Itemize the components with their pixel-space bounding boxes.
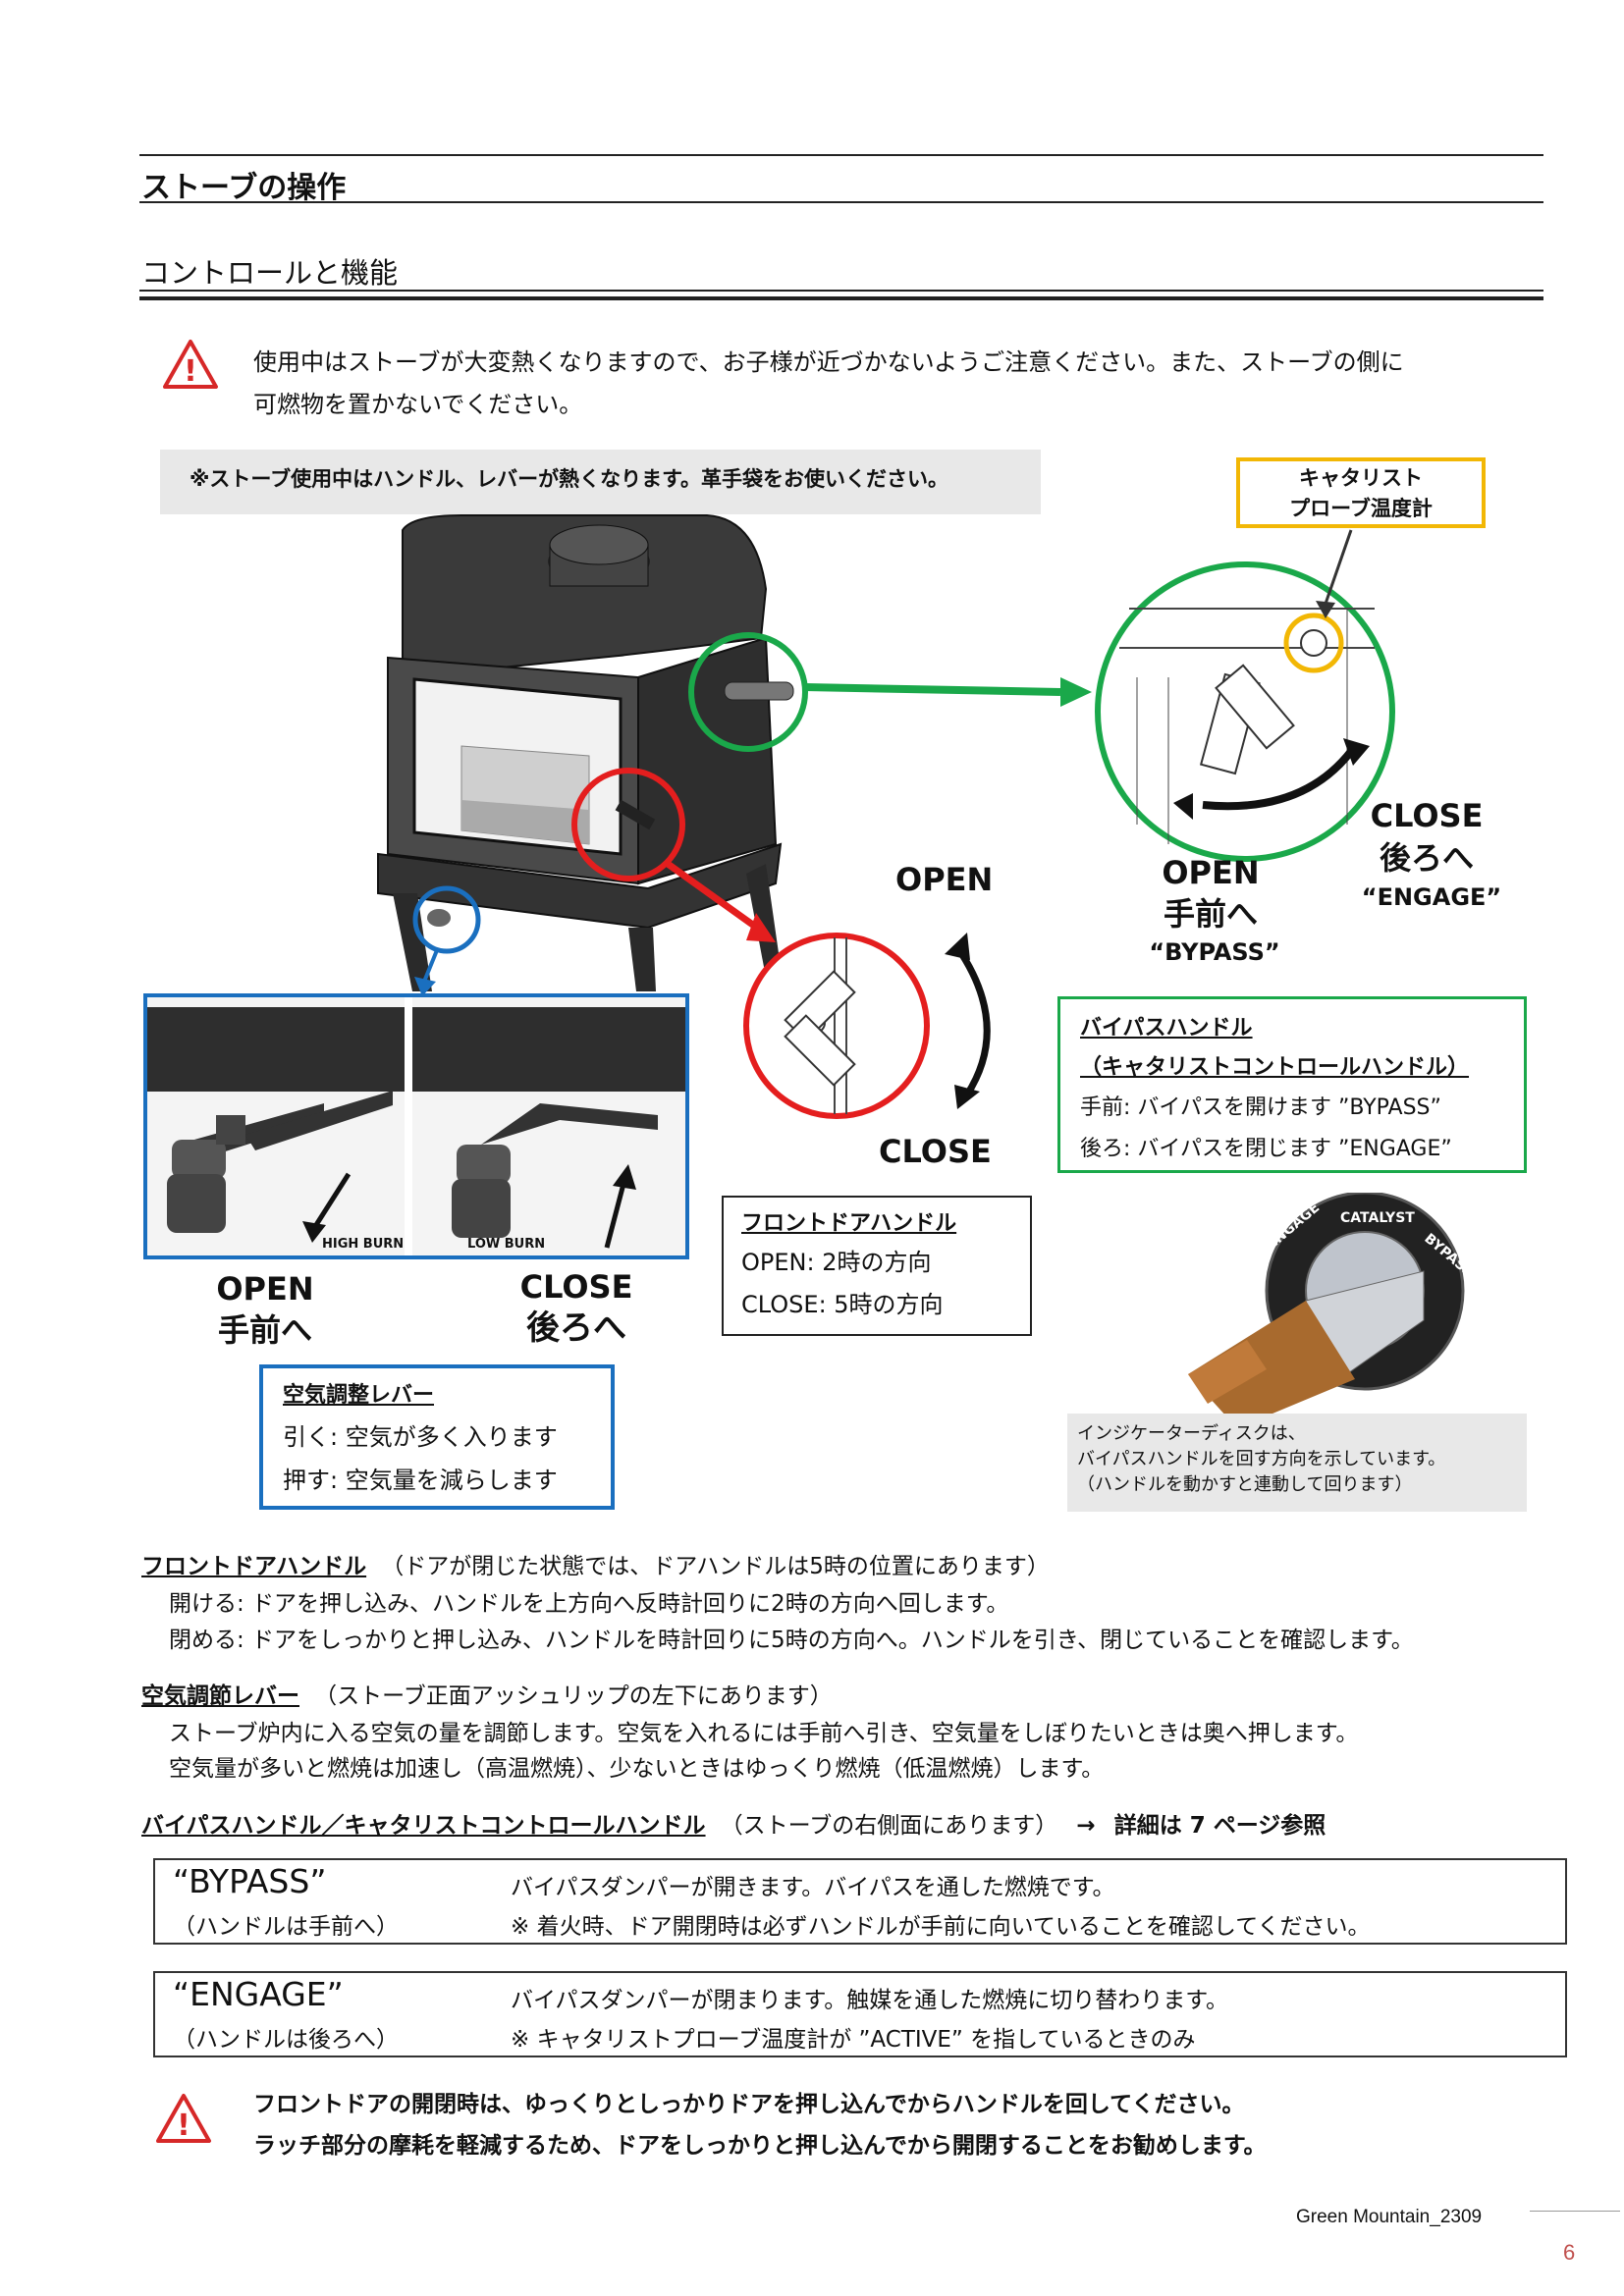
section-rule [139,201,1543,203]
subsection-rule-2 [139,296,1543,300]
air-section-heading: 空気調節レバー （ストーブ正面アッシュリップの左下にあります） [141,1677,833,1710]
air-close-label: CLOSE [519,1268,633,1306]
bypass-section-heading: バイパスハンドル／キャタリストコントロールハンドル （ストーブの右側面にあります… [141,1806,1326,1840]
hot-handle-note: ※ストーブ使用中はハンドル、レバーが熱くなります。革手袋をお使いください。 [160,450,1041,514]
catalyst-probe-label: キャタリスト プローブ温度計 [1236,457,1486,528]
indicator-note-line2: バイパスハンドルを回す方向を示しています。 [1077,1449,1446,1469]
bypass-mode-desc1: バイパスダンパーが開きます。バイパスを通した燃焼です。 [511,1875,1115,1900]
air-lever-photo [147,997,685,1255]
bypass-section-ref: 詳細は 7 ページ参照 [1113,1813,1326,1839]
front-door-section-title: フロントドアハンドル [141,1554,367,1579]
page-number: 6 [1563,2240,1576,2265]
disc-catalyst-label: CATALYST [1340,1210,1415,1226]
air-open-jp: 手前へ [217,1311,312,1349]
air-lever-box: 空気調整レバー 引く: 空気が多く入ります 押す: 空気量を減らします [259,1364,615,1510]
bypass-box-title1: バイパスハンドル [1080,1016,1253,1041]
subsection-rule-1 [139,290,1543,292]
front-door-box-line1: OPEN: 2時の方向 [741,1249,932,1276]
section-title: ストーブの操作 [141,171,347,205]
stove-top [402,514,768,679]
bypass-close-jp: 後ろへ [1379,839,1474,877]
air-box-title: 空気調整レバー [283,1383,435,1408]
indicator-note: インジケーターディスクは、 バイパスハンドルを回す方向を示しています。 （ハンド… [1067,1414,1527,1512]
front-door-box-line2: CLOSE: 5時の方向 [741,1291,944,1318]
door-open-label: OPEN [895,861,994,898]
bypass-close-label: CLOSE [1370,797,1484,834]
air-lever-photo-panel: HIGH BURN LOW BURN [143,993,689,1259]
low-burn-label: LOW BURN [467,1237,546,1252]
stove-leg-2 [628,928,656,991]
indicator-disc-illustration: ENGAGE CATALYST BYPASS [1188,1193,1476,1428]
air-lever-stub [427,909,451,927]
front-door-box: フロントドアハンドル OPEN: 2時の方向 CLOSE: 5時の方向 [722,1196,1032,1336]
bypass-handle-stub [724,681,794,701]
stove-base [377,842,783,930]
stove-leg-1 [393,893,432,991]
engage-mode-box: “ENGAGE” （ハンドルは後ろへ） バイパスダンパーが閉まります。触媒を通し… [153,1971,1567,2057]
probe-callout [1283,613,1344,673]
bypass-mode-box: “BYPASS” （ハンドルは手前へ） バイパスダンパーが開きます。バイパスを通… [153,1858,1567,1945]
air-open-label: OPEN [216,1270,314,1308]
air-box-line2: 押す: 空気量を減らします [283,1467,558,1494]
bypass-mode-sub: （ハンドルは手前へ） [173,1914,399,1940]
warning-bottom-line1: フロントドアの開閉時は、ゆっくりとしっかりドアを押し込んでからハンドルを回してく… [253,2092,1245,2117]
engage-mode-sub: （ハンドルは後ろへ） [173,2027,399,2053]
warning-top-line2: 可燃物を置かないでください。 [253,391,583,418]
bypass-open-label: OPEN [1162,854,1260,891]
engage-mode-desc1: バイパスダンパーが閉まります。触媒を通した燃焼に切り替わります。 [511,1988,1228,2013]
high-burn-label: HIGH BURN [322,1237,405,1252]
bypass-section-arrow: → [1076,1813,1096,1839]
top-rule [139,154,1543,156]
air-box-line1: 引く: 空気が多く入ります [283,1423,558,1451]
air-section-line1: ストーブ炉内に入る空気の量を調節します。空気を入れるには手前へ引き、空気量をしぼ… [169,1721,1359,1746]
bypass-section-sub: （ストーブの右側面にあります） [720,1813,1058,1839]
indicator-note-line1: インジケーターディスクは、 [1077,1423,1306,1444]
bypass-handle-box: バイパスハンドル （キャタリストコントロールハンドル） 手前: バイパスを開けま… [1057,996,1527,1173]
bypass-box-title2: （キャタリストコントロールハンドル） [1080,1055,1470,1080]
front-door-open-text: 開ける: ドアを押し込み、ハンドルを上方向へ反時計回りに2時の方向へ回します。 [169,1591,1009,1617]
front-door-section-heading: フロントドアハンドル （ドアが閉じた状態では、ドアハンドルは5時の位置にあります… [141,1547,1050,1580]
footer-doc-id: Green Mountain_2309 [1296,2207,1483,2227]
door-close-label: CLOSE [879,1133,992,1170]
bypass-callout-arrow [804,683,1061,696]
door-handle-stub [615,799,656,830]
footer-rule [1530,2211,1620,2212]
bypass-open-jp: 手前へ [1163,895,1258,933]
stove-side [637,636,778,885]
indicator-note-line3: （ハンドルを動かすと連動して回ります） [1077,1474,1413,1495]
bypass-mode-desc2: ※ 着火時、ドア開閉時は必ずハンドルが手前に向いていることを確認してください。 [511,1914,1371,1940]
stove-illustration [377,514,1395,1119]
svg-text:!: ! [184,354,197,389]
air-close-jp: 後ろへ [526,1308,626,1348]
catalyst-probe-line2: プローブ温度計 [1289,497,1433,520]
air-section-sub: （ストーブ正面アッシュリップの左下にあります） [314,1683,833,1709]
front-door-close-text: 閉める: ドアをしっかりと押し込み、ハンドルを時計回りに5時の方向へ。ハンドルを… [169,1628,1414,1653]
air-lever-callout [412,885,481,954]
air-section-title: 空気調節レバー [141,1683,299,1709]
engage-mode-name: “ENGAGE” [173,1975,344,2013]
door-zoom-circle [743,933,930,1119]
door-handle-callout [571,768,685,881]
warning-bottom-line2: ラッチ部分の摩耗を軽減するため、ドアをしっかりと押し込んでから開閉することをお勧… [253,2133,1267,2159]
door-callout-arrow [665,861,764,934]
svg-text:!: ! [177,2109,190,2143]
bypass-box-line2: 後ろ: バイパスを閉じます ”ENGAGE” [1080,1137,1452,1161]
front-door-box-title: フロントドアハンドル [741,1211,957,1236]
bypass-close-quote: “ENGAGE” [1361,883,1502,911]
stove-ash [461,800,589,844]
bypass-open-quote: “BYPASS” [1149,938,1280,966]
subsection-title: コントロールと機能 [141,256,399,290]
engage-mode-desc2: ※ キャタリストプローブ温度計が ”ACTIVE” を指しているときのみ [511,2027,1196,2053]
bypass-mode-name: “BYPASS” [173,1862,327,1900]
front-door-section-sub: （ドアが閉じた状態では、ドアハンドルは5時の位置にあります） [381,1554,1050,1579]
warning-icon-bottom: ! [156,2094,211,2143]
warning-top-line1: 使用中はストーブが大変熱くなりますので、お子様が近づかないようご注意ください。ま… [253,348,1404,376]
warning-icon: ! [163,340,218,389]
bypass-box-line1: 手前: バイパスを開けます ”BYPASS” [1080,1095,1441,1120]
wooden-handle [1188,1301,1355,1428]
bypass-handle-callout [688,632,808,752]
air-section-line2: 空気量が多いと燃焼は加速し（高温燃焼）、少ないときはゆっくり燃焼（低温燃焼）しま… [169,1756,1105,1782]
catalyst-probe-line1: キャタリスト [1299,466,1423,490]
bypass-section-title: バイパスハンドル／キャタリストコントロールハンドル [141,1813,706,1839]
